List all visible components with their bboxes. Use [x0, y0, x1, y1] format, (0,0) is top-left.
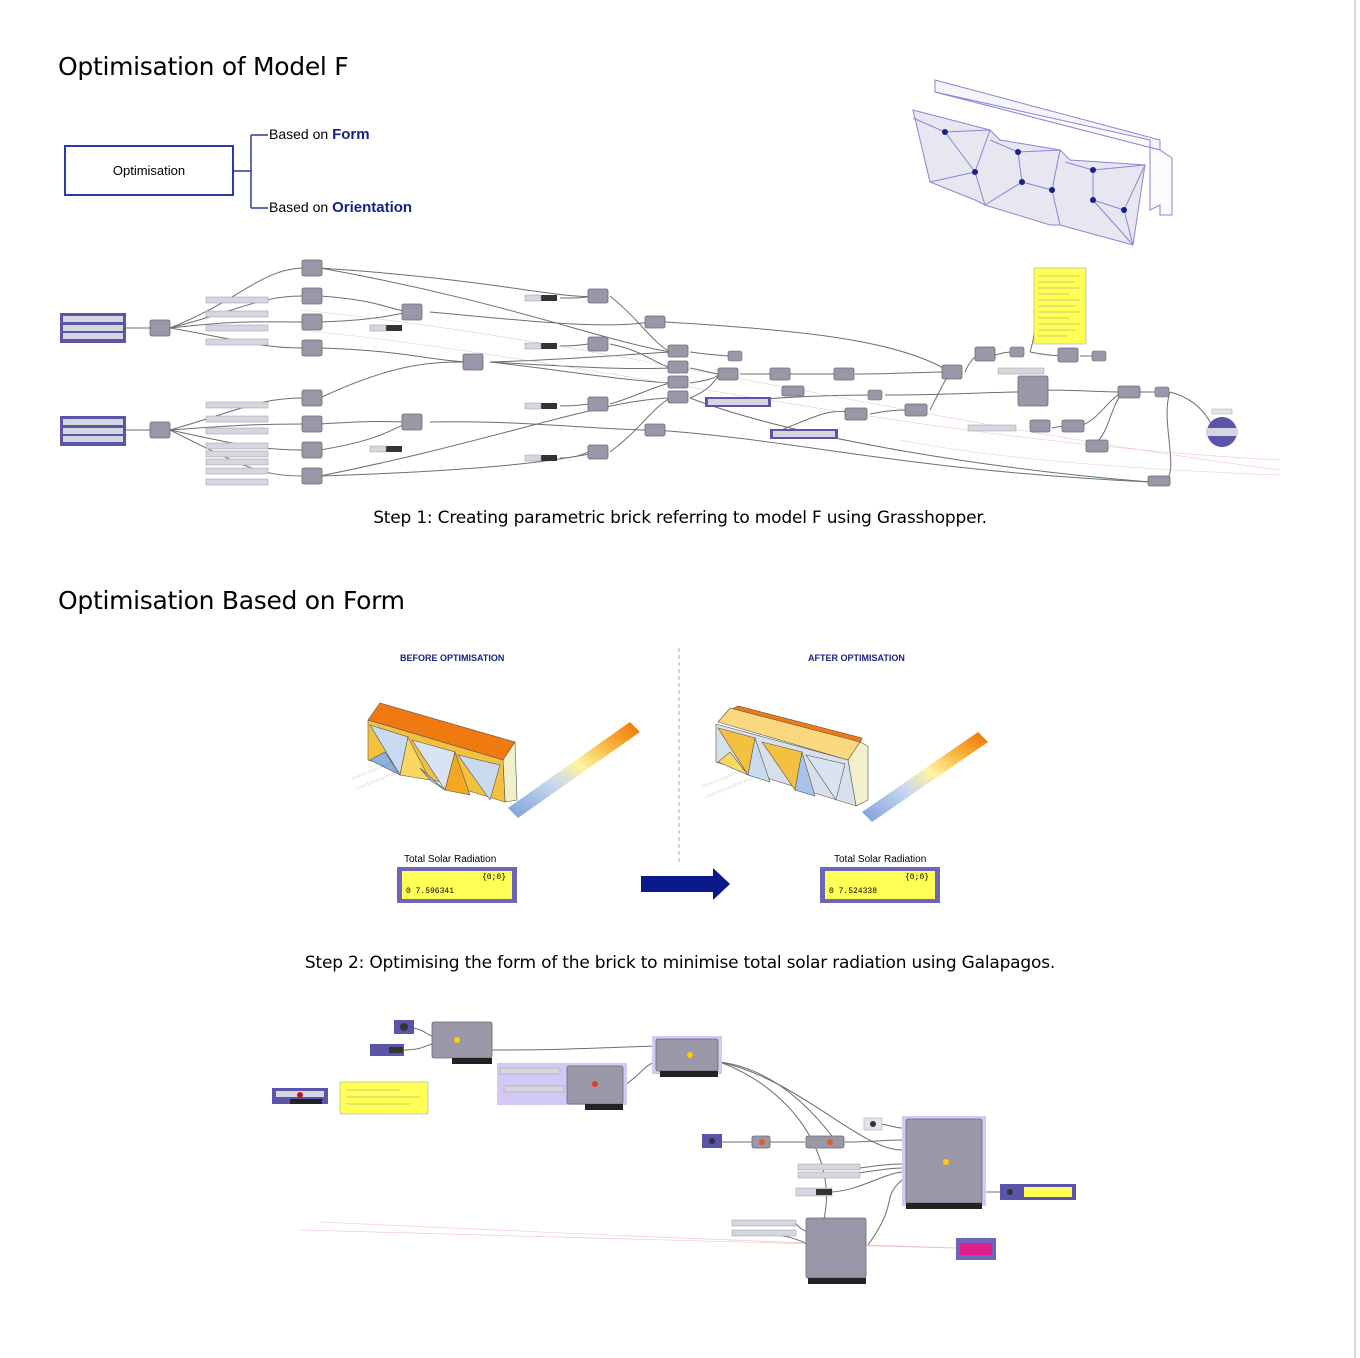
before-title: BEFORE OPTIMISATION: [400, 653, 505, 663]
after-tsr-path: {0;0}: [904, 873, 929, 882]
branch-form-label: Based on Form: [269, 126, 370, 143]
step2-caption: Step 2: Optimising the form of the brick…: [304, 953, 1056, 973]
before-tsr-value: 0 7.596341: [406, 887, 455, 896]
before-tsr-path: {0;0}: [481, 873, 506, 882]
section-form-title: Optimisation Based on Form: [58, 586, 405, 615]
svg-text::::::::::::::::::::: :::::::::::::::::::: [701, 769, 745, 790]
page-title: Optimisation of Model F: [58, 52, 349, 81]
before-tsr-label: Total Solar Radiation: [404, 854, 497, 865]
svg-text::::::::::::::::::::::: :::::::::::::::::::::: [705, 777, 753, 800]
after-tsr-label: Total Solar Radiation: [834, 854, 927, 865]
after-tsr-value: 0 7.524338: [829, 887, 878, 896]
after-tsr-panel: {0;0} 0 7.524338: [820, 867, 940, 903]
right-edge-rule: [1354, 0, 1356, 1358]
svg-text::::::::::::::::::::::: :::::::::::::::::::::: [355, 769, 403, 792]
optimisation-box: Optimisation: [64, 145, 234, 196]
step1-caption: Step 1: Creating parametric brick referr…: [373, 508, 987, 528]
branch-orientation-label: Based on Orientation: [269, 199, 413, 216]
before-tsr-panel: {0;0} 0 7.596341: [397, 867, 517, 903]
svg-text::::::::::::::::::::: :::::::::::::::::::: [351, 761, 395, 782]
after-title: AFTER OPTIMISATION: [808, 653, 905, 663]
